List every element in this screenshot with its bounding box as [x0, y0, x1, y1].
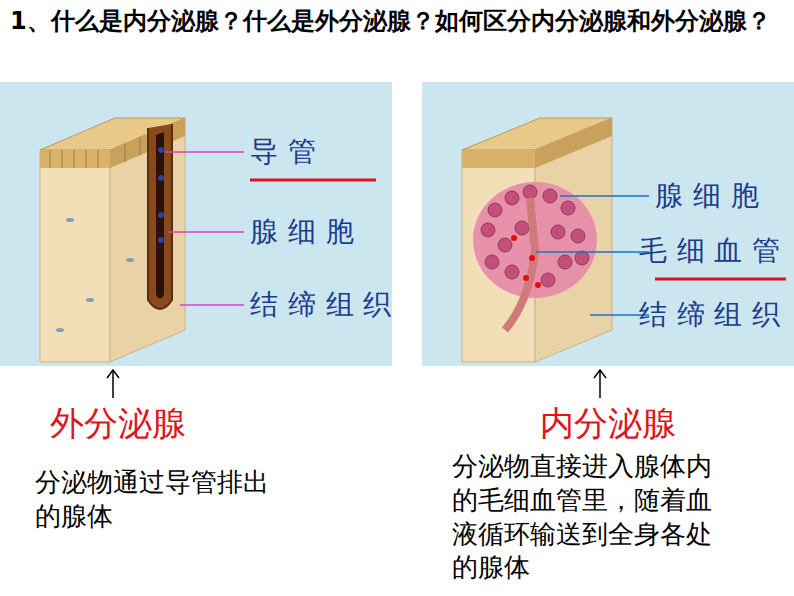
definition: 分泌物直接进入腺体内的毛细血管里，随着血液循环输送到全身各处的腺体: [452, 450, 732, 585]
part-label: 导管: [250, 134, 326, 169]
part-label: 腺细胞: [250, 214, 363, 249]
part-label: 毛细血管: [639, 233, 790, 268]
gland-type: 内分泌腺: [540, 402, 676, 445]
part-label: 腺细胞: [655, 178, 768, 213]
part-label: 结缔组织: [250, 287, 401, 322]
definition: 分泌物通过导管排出的腺体: [35, 466, 287, 534]
part-label: 结缔组织: [639, 297, 790, 332]
slide-title: 1、什么是内分泌腺？什么是外分泌腺？如何区分内分泌腺和外分泌腺？: [10, 6, 780, 36]
gland-type: 外分泌腺: [50, 402, 186, 445]
